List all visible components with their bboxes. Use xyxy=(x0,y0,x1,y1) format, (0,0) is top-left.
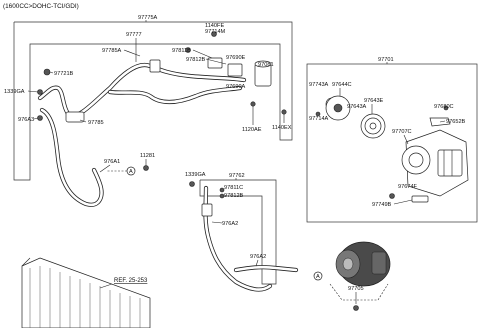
clip-97721b xyxy=(43,68,51,76)
label-97714a: 97714A xyxy=(309,116,329,122)
label-1120ae: 1120AE xyxy=(242,127,262,133)
label-97812b-lower: 97812B xyxy=(224,193,244,199)
callout-a-upper: A xyxy=(106,166,136,176)
label-97690e: 97690E xyxy=(226,55,246,61)
lower-assembly-box xyxy=(199,179,277,285)
label-97775a: 97775A xyxy=(138,15,158,21)
label-97785: 97785 xyxy=(88,120,104,126)
label-97762: 97762 xyxy=(229,173,245,179)
label-97812b: 97812B xyxy=(186,57,206,63)
suction-hose-assembly xyxy=(37,31,287,207)
label-1140fe: 1140FE xyxy=(205,23,224,29)
label-97701: 97701 xyxy=(378,57,394,63)
label-97721b: 97721B xyxy=(54,71,74,77)
label-976a3: 976A3 xyxy=(18,117,34,123)
label-97652b: 97652B xyxy=(446,119,466,125)
engine-spec-header: (1600CC>DOHC-TCI/GDI) xyxy=(3,3,79,10)
callout-a-lower: A xyxy=(313,271,323,281)
label-97680c: 97680C xyxy=(434,104,454,110)
label-97707c: 97707C xyxy=(392,129,412,135)
label-976a2-upper: 976A2 xyxy=(222,221,238,227)
label-97811c: 97811C xyxy=(224,185,243,191)
compressor-installed xyxy=(329,241,391,301)
compressor-body xyxy=(405,129,469,197)
label-976a2-lower: 976A2 xyxy=(250,254,266,260)
label-97777: 97777 xyxy=(126,32,142,38)
label-97674f: 97674F xyxy=(398,184,418,190)
label-11281: 11281 xyxy=(140,153,155,159)
svg-text:A: A xyxy=(129,169,133,175)
label-97743a: 97743A xyxy=(309,82,329,88)
condenser-outline xyxy=(21,257,151,328)
label-97749b: 97749B xyxy=(372,202,392,208)
compressor-assembly-box xyxy=(306,63,478,223)
label-1339ga-main: 1339GA xyxy=(4,89,25,95)
label-1339ga-lower: 1339GA xyxy=(185,172,206,178)
label-97643e: 97643E xyxy=(364,98,384,104)
reference-link[interactable]: REF. 25-253 xyxy=(114,278,148,284)
label-97811b: 97811B xyxy=(172,48,191,54)
label-1140ex: 1140EX xyxy=(272,125,292,131)
label-97081: 97081 xyxy=(258,62,274,68)
label-97643a: 97643A xyxy=(347,104,367,110)
main-assembly-box xyxy=(13,21,293,181)
discharge-hose-assembly xyxy=(189,181,299,292)
label-97714m: 97714M xyxy=(205,29,226,35)
svg-text:A: A xyxy=(316,274,320,280)
label-97690a: 97690A xyxy=(226,84,246,90)
label-97785a: 97785A xyxy=(102,48,122,54)
label-976a1: 976A1 xyxy=(104,159,120,165)
label-97644c: 97644C xyxy=(332,82,352,88)
compressor-parts xyxy=(315,95,469,203)
label-97705: 97705 xyxy=(348,286,364,292)
